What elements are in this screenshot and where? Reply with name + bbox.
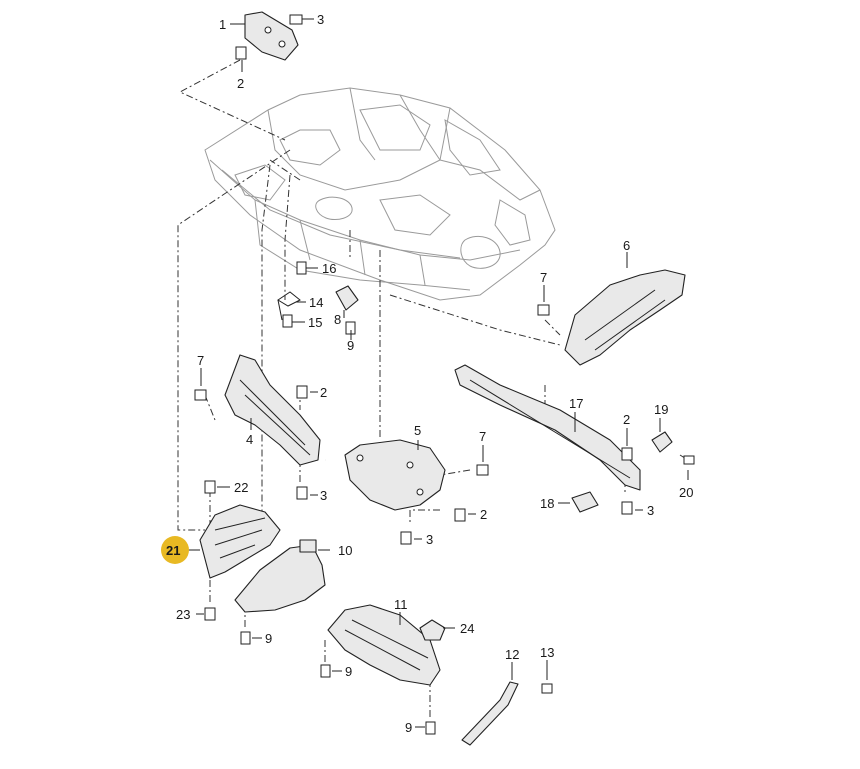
callout-16: 16 xyxy=(322,261,336,276)
callout-3-right: 3 xyxy=(647,503,654,518)
callout-5: 5 xyxy=(414,423,421,438)
part-20-screw xyxy=(683,455,695,465)
callout-3-left: 3 xyxy=(320,488,327,503)
callout-10: 10 xyxy=(338,543,352,558)
part-2-bolt-center xyxy=(454,508,466,522)
part-17-rail xyxy=(454,364,641,491)
part-16-screw xyxy=(296,261,307,275)
callout-7-middle: 7 xyxy=(479,429,486,444)
callout-9-upper: 9 xyxy=(347,338,354,353)
callout-21: 21 xyxy=(166,543,180,558)
part-9-bolt-lower-mid xyxy=(320,664,331,678)
callout-6: 6 xyxy=(623,238,630,253)
part-5-panel xyxy=(344,439,446,511)
part-2-bolt-left xyxy=(296,385,308,399)
callout-12: 12 xyxy=(505,647,519,662)
callout-3-top: 3 xyxy=(317,12,324,27)
part-4-panel xyxy=(224,354,321,466)
callout-leaders xyxy=(181,18,689,728)
callout-7-right: 7 xyxy=(540,270,547,285)
callout-9-lower-mid: 9 xyxy=(345,664,352,679)
part-2-nut-top xyxy=(235,46,247,60)
part-15-screw xyxy=(282,314,293,328)
callout-11: 11 xyxy=(394,597,408,612)
callout-13: 13 xyxy=(540,645,554,660)
part-19-clip xyxy=(651,431,673,453)
callout-3-center: 3 xyxy=(426,532,433,547)
part-21-shield xyxy=(199,504,281,579)
callout-17: 17 xyxy=(569,396,583,411)
part-13-nut xyxy=(541,683,553,694)
part-2-bolt-right xyxy=(621,447,633,461)
part-18-pad xyxy=(571,491,599,513)
part-10-shield xyxy=(234,539,326,613)
callout-23: 23 xyxy=(176,607,190,622)
part-23-screw xyxy=(204,607,216,621)
callout-22: 22 xyxy=(234,480,248,495)
callout-8: 8 xyxy=(334,312,341,327)
callout-labels: 1 2 3 2 3 4 5 6 7 7 7 8 9 9 9 9 10 11 12… xyxy=(166,12,693,735)
highlight-circle-21 xyxy=(161,536,189,564)
part-9-bolt-lower-left xyxy=(240,631,251,645)
callout-18: 18 xyxy=(540,496,554,511)
callout-2-center: 2 xyxy=(480,507,487,522)
part-6-panel xyxy=(564,269,686,366)
part-8-bracket xyxy=(335,285,359,311)
callout-24: 24 xyxy=(460,621,474,636)
part-3-bolt-center xyxy=(400,531,412,545)
callout-9-bottom: 9 xyxy=(405,720,412,735)
part-11-shield xyxy=(327,604,441,686)
part-3-bolt-left xyxy=(296,486,308,500)
callout-4: 4 xyxy=(246,432,253,447)
callout-19: 19 xyxy=(654,402,668,417)
assembly-leader-lines xyxy=(177,59,689,720)
callout-20: 20 xyxy=(679,485,693,500)
callout-2-top: 2 xyxy=(237,76,244,91)
vehicle-body-shell xyxy=(204,87,556,301)
part-7-nut-middle xyxy=(476,464,489,476)
callout-15: 15 xyxy=(308,315,322,330)
part-7-nut-right xyxy=(537,304,550,316)
part-7-nut-left xyxy=(194,389,207,401)
callout-14: 14 xyxy=(309,295,323,310)
part-12-strip xyxy=(461,681,519,746)
part-9-bolt-bottom xyxy=(425,721,436,735)
part-22-screw xyxy=(204,480,216,494)
part-1-bracket xyxy=(244,11,299,61)
callout-2-right: 2 xyxy=(623,412,630,427)
callout-9-lower-left: 9 xyxy=(265,631,272,646)
callout-1: 1 xyxy=(219,17,226,32)
part-24-bracket xyxy=(419,619,446,641)
part-14-bracket xyxy=(277,291,301,321)
part-3-bolt-right xyxy=(621,501,633,515)
callout-7-left: 7 xyxy=(197,353,204,368)
callout-2-left: 2 xyxy=(320,385,327,400)
